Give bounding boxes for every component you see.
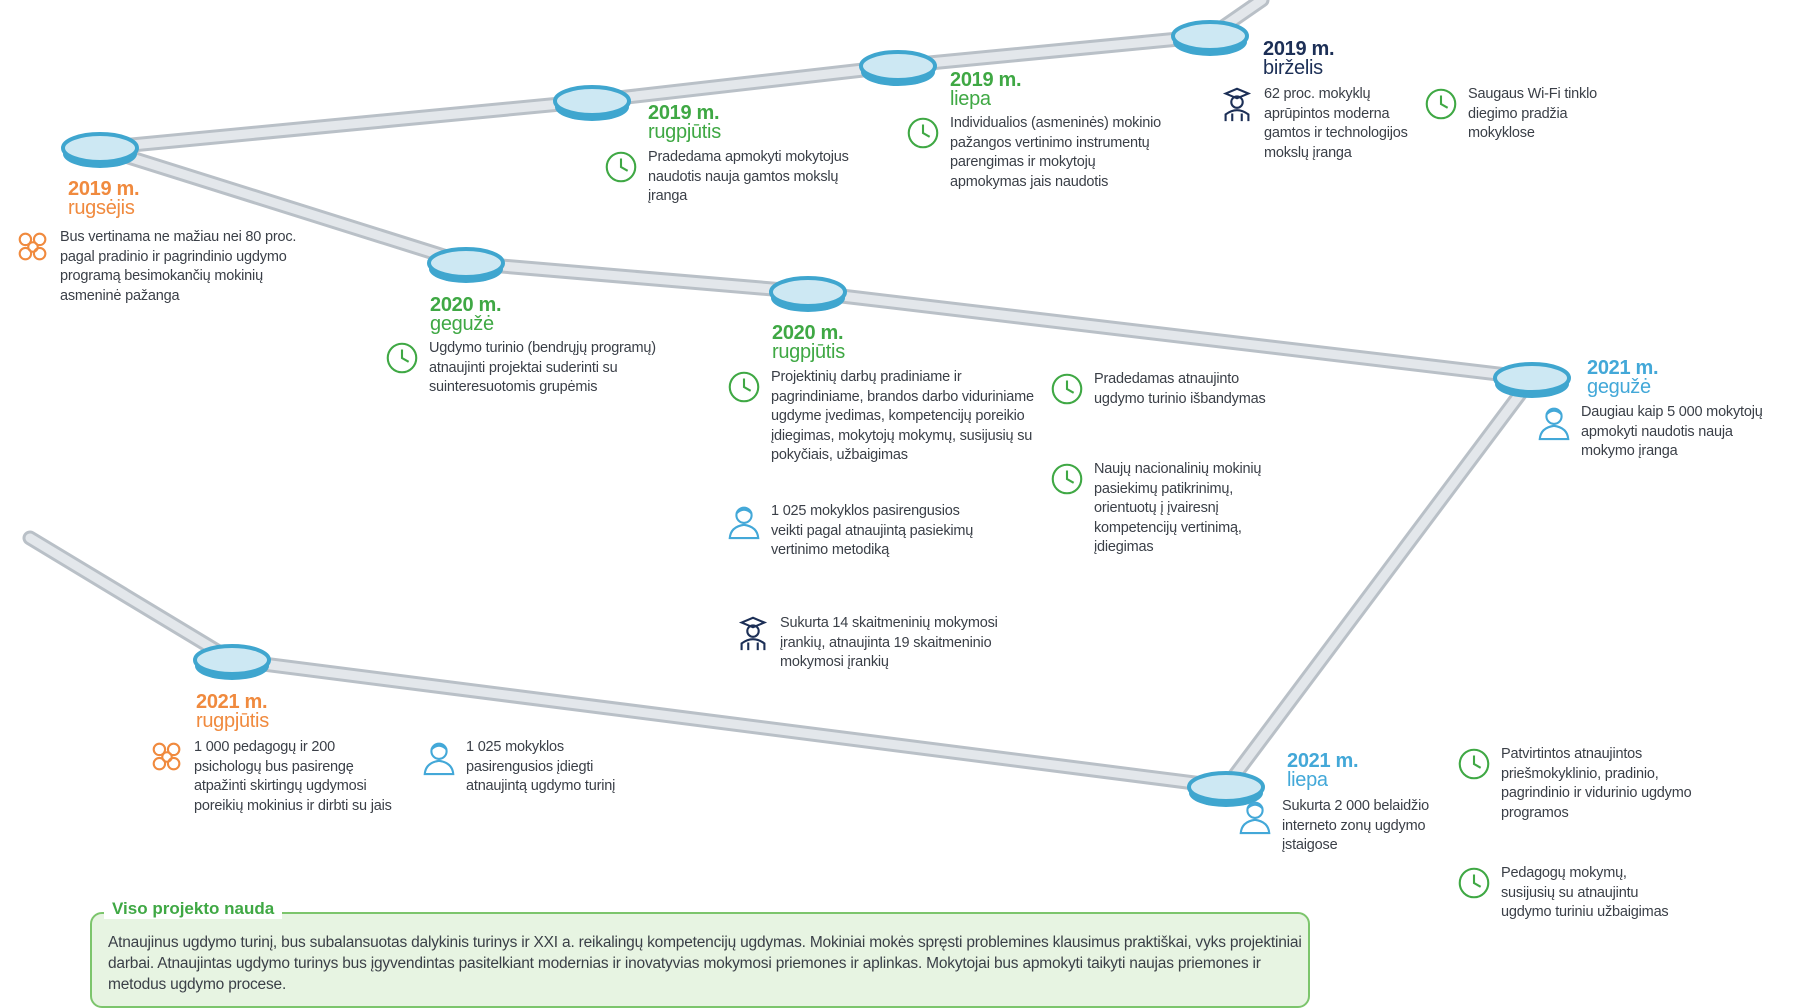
milestone-item-text: Sukurta 2 000 belaidžio interneto zonų u… <box>1282 798 1429 853</box>
milestone-month: rugpjūtis <box>772 341 845 363</box>
milestone-node <box>1493 362 1571 398</box>
milestone-item: Pradedamas atnaujinto ugdymo turinio išb… <box>1048 370 1273 409</box>
project-benefit-title: Viso projekto nauda <box>104 899 283 919</box>
milestone-month: liepa <box>950 88 991 110</box>
milestone-year: 2021 m. <box>1287 750 1359 772</box>
milestone-date: 2019 m. rugpjūtis <box>648 102 721 143</box>
milestone-date: 2020 m. gegužė <box>430 294 502 335</box>
milestone-item-text: Bus vertinama ne mažiau nei 80 proc. pag… <box>60 229 297 304</box>
milestone-item-text: 1 000 pedagogų ir 200 psichologų bus pas… <box>194 739 392 814</box>
milestone-item-text: 62 proc. mokyklų aprūpintos moderna gamt… <box>1264 86 1408 161</box>
milestone-item-text: Individualios (asmeninės) mokinio pažang… <box>950 115 1161 190</box>
project-benefit-box <box>90 912 1310 1008</box>
teacher-icon <box>423 742 455 776</box>
clock-icon <box>728 371 760 403</box>
milestone-date: 2019 m. rugsėjis <box>68 178 140 219</box>
clock-icon <box>1051 463 1083 495</box>
milestone-month: rugpjūtis <box>648 121 721 143</box>
milestone-date: 2021 m. liepa <box>1287 750 1359 791</box>
teacher-icon <box>1538 407 1570 441</box>
milestone-date: 2021 m. gegužė <box>1587 357 1659 398</box>
milestone-item-text: Patvirtintos atnaujintos priešmokyklinio… <box>1501 746 1692 821</box>
milestone-item-text: Projektinių darbų pradiniame ir pagrindi… <box>771 369 1034 463</box>
milestone-date: 2021 m. rugpjūtis <box>196 691 269 732</box>
clock-icon <box>1425 88 1457 120</box>
teacher-icon <box>1239 801 1271 835</box>
milestone-item-text: Pradedama apmokyti mokytojus naudotis na… <box>648 149 849 204</box>
milestone-date: 2019 m. birželis <box>1263 38 1335 79</box>
milestone-node <box>553 85 631 121</box>
milestone-item: Sukurta 2 000 belaidžio interneto zonų u… <box>1236 797 1461 856</box>
milestone-item: Individualios (asmeninės) mokinio pažang… <box>904 114 1166 192</box>
milestone-item-text: Ugdymo turinio (bendrųjų programų) atnau… <box>429 340 656 395</box>
milestone-item-text: Naujų nacionalinių mokinių pasiekimų pat… <box>1094 461 1262 555</box>
milestone-item-text: Pedagogų mokymų, susijusių su atnaujintu… <box>1501 865 1669 920</box>
milestone-node <box>427 247 505 283</box>
milestone-item: 62 proc. mokyklų aprūpintos moderna gamt… <box>1218 85 1418 163</box>
student-icon <box>1222 87 1252 122</box>
people-group-icon <box>152 742 181 771</box>
clock-icon <box>605 151 637 183</box>
people-group-icon <box>18 232 47 261</box>
clock-icon <box>1458 867 1490 899</box>
milestone-item: Daugiau kaip 5 000 mokytojų apmokyti nau… <box>1535 403 1785 462</box>
milestone-node <box>193 644 271 680</box>
milestone-year: 2020 m. <box>772 322 844 344</box>
milestone-month: birželis <box>1263 57 1323 79</box>
milestone-item-text: Saugaus Wi-Fi tinklo diegimo pradžia mok… <box>1468 86 1597 141</box>
milestone-item-text: Sukurta 14 skaitmeninių mokymosi įrankių… <box>780 615 998 670</box>
clock-icon <box>907 117 939 149</box>
milestone-date: 2019 m. liepa <box>950 69 1022 110</box>
milestone-item-text: 1 025 mokyklos pasirengusios įdiegti atn… <box>466 739 616 794</box>
milestone-item: 1 000 pedagogų ir 200 psichologų bus pas… <box>148 738 393 816</box>
project-benefit-text: Atnaujinus ugdymo turinį, bus subalansuo… <box>108 934 1302 993</box>
teacher-icon <box>728 506 760 540</box>
milestone-node <box>769 276 847 312</box>
milestone-item: Saugaus Wi-Fi tinklo diegimo pradžia mok… <box>1422 85 1632 144</box>
milestone-year: 2021 m. <box>196 691 268 713</box>
milestone-item: Pedagogų mokymų, susijusių su atnaujintu… <box>1455 864 1680 923</box>
milestone-item: Sukurta 14 skaitmeninių mokymosi įrankių… <box>734 614 1034 673</box>
milestone-month: gegužė <box>430 313 494 335</box>
milestone-year: 2020 m. <box>430 294 502 316</box>
milestone-item: Naujų nacionalinių mokinių pasiekimų pat… <box>1048 460 1273 558</box>
milestone-item: 1 025 mokyklos pasirengusios veikti paga… <box>725 502 975 561</box>
milestone-year: 2019 m. <box>950 69 1022 91</box>
milestone-item: Patvirtintos atnaujintos priešmokyklinio… <box>1455 745 1700 823</box>
milestone-node <box>61 132 139 168</box>
milestone-date: 2020 m. rugpjūtis <box>772 322 845 363</box>
milestone-node <box>1187 771 1265 807</box>
milestone-item: Bus vertinama ne mažiau nei 80 proc. pag… <box>14 228 314 306</box>
milestone-month: rugsėjis <box>68 197 135 219</box>
milestone-month: liepa <box>1287 769 1328 791</box>
clock-icon <box>1051 373 1083 405</box>
milestone-year: 2019 m. <box>68 178 140 200</box>
milestone-item: 1 025 mokyklos pasirengusios įdiegti atn… <box>420 738 650 797</box>
milestone-node <box>859 50 937 86</box>
milestone-item-text: Pradedamas atnaujinto ugdymo turinio išb… <box>1094 371 1266 407</box>
milestone-item-text: Daugiau kaip 5 000 mokytojų apmokyti nau… <box>1581 404 1763 459</box>
milestone-month: gegužė <box>1587 376 1651 398</box>
clock-icon <box>1458 748 1490 780</box>
milestone-year: 2019 m. <box>648 102 720 124</box>
milestone-node <box>1171 20 1249 56</box>
milestone-item-text: 1 025 mokyklos pasirengusios veikti paga… <box>771 503 974 558</box>
milestone-item: Projektinių darbų pradiniame ir pagrindi… <box>725 368 1045 466</box>
milestone-year: 2019 m. <box>1263 38 1335 60</box>
student-icon <box>738 616 768 651</box>
milestone-year: 2021 m. <box>1587 357 1659 379</box>
milestone-item: Pradedama apmokyti mokytojus naudotis na… <box>602 148 872 207</box>
milestone-month: rugpjūtis <box>196 710 269 732</box>
clock-icon <box>386 342 418 374</box>
milestone-item: Ugdymo turinio (bendrųjų programų) atnau… <box>383 339 683 398</box>
